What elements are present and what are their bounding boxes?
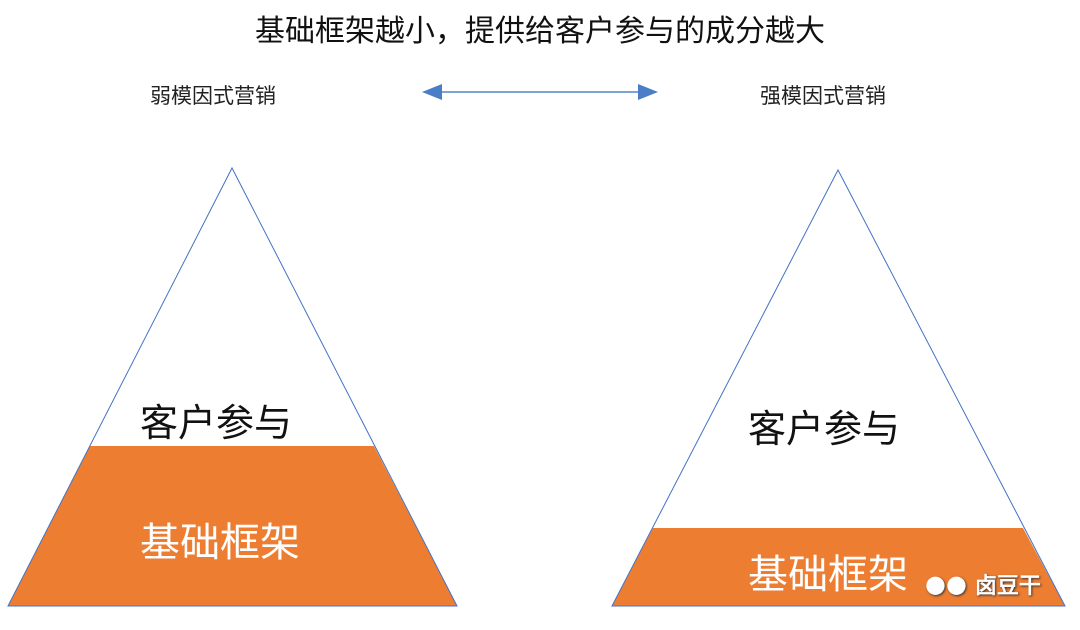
right-triangle-outline xyxy=(611,168,1066,607)
wechat-icon: ●● xyxy=(925,570,967,598)
left-top-label: 客户参与 xyxy=(140,401,293,445)
left-label: 弱模因式营销 xyxy=(150,84,276,108)
right-base-band xyxy=(612,528,1065,606)
watermark: ●● 卤豆干 xyxy=(925,568,1041,600)
right-label: 强模因式营销 xyxy=(760,84,886,108)
page-title: 基础框架越小，提供给客户参与的成分越大 xyxy=(255,14,825,49)
left-triangle-outline xyxy=(7,166,458,607)
left-base-band xyxy=(8,446,457,606)
left-bottom-label: 基础框架 xyxy=(140,520,300,566)
right-top-label: 客户参与 xyxy=(748,407,901,451)
watermark-text: 卤豆干 xyxy=(974,574,1041,599)
right-bottom-label: 基础框架 xyxy=(748,552,908,598)
